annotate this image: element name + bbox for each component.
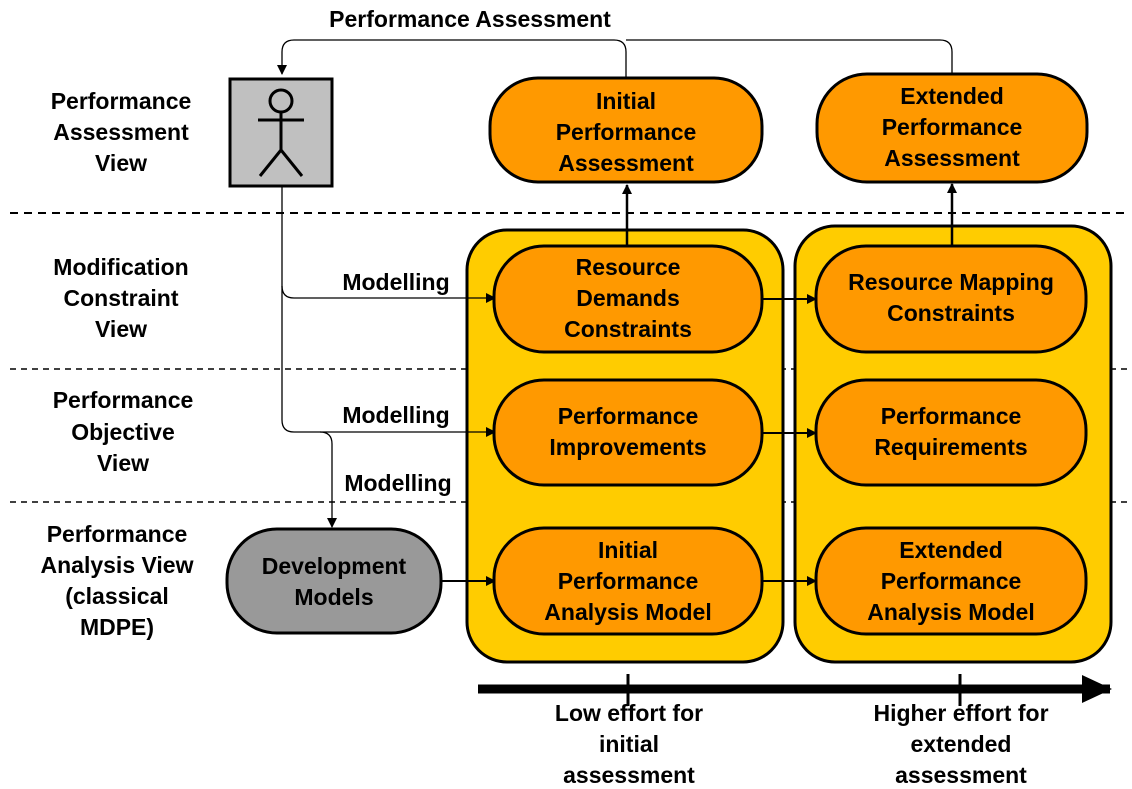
node-line: Assessment <box>558 150 694 176</box>
feedback-line-extended <box>626 39 953 74</box>
node-initial-performance-assessment: Initial Performance Assessment <box>488 76 764 184</box>
actor-to-improvements-arrow <box>281 286 496 437</box>
view-label-performance-analysis: Performance Analysis View (classical MDP… <box>41 521 194 640</box>
axis-line: assessment <box>895 762 1027 788</box>
node-performance-improvements: Performance Improvements <box>492 378 764 487</box>
node-line: Performance <box>881 403 1022 429</box>
node-line: Performance <box>881 568 1022 594</box>
modelling-label-3: Modelling <box>344 470 451 496</box>
view-line: Performance <box>47 521 188 547</box>
node-line: Analysis Model <box>867 599 1034 625</box>
axis-line: Low effort for <box>555 700 703 726</box>
node-line: Extended <box>899 537 1003 563</box>
diagram-title: Performance Assessment <box>329 6 611 32</box>
node-line: Initial <box>596 88 656 114</box>
node-line: Assessment <box>884 145 1020 171</box>
view-label-modification-constraint: Modification Constraint View <box>53 254 188 342</box>
axis-line: assessment <box>563 762 695 788</box>
view-line: Performance <box>53 387 194 413</box>
node-line: Analysis Model <box>544 599 711 625</box>
modelling-label-1: Modelling <box>342 269 449 295</box>
node-line: Performance <box>558 403 699 429</box>
node-extended-performance-assessment: Extended Performance Assessment <box>815 72 1089 184</box>
node-line: Extended <box>900 83 1004 109</box>
view-line: View <box>95 150 147 176</box>
node-resource-mapping-constraints: Resource Mapping Constraints <box>814 244 1088 354</box>
actor-to-development-models-arrow <box>319 431 337 528</box>
view-label-performance-assessment: Performance Assessment View <box>51 88 192 176</box>
node-line: Development <box>262 553 407 579</box>
view-line: Objective <box>71 419 175 445</box>
axis-line: Higher effort for <box>873 700 1048 726</box>
node-extended-performance-analysis-model: Extended Performance Analysis Model <box>814 526 1088 636</box>
node-line: Improvements <box>549 434 706 460</box>
view-line: Analysis View <box>41 552 194 578</box>
node-line: Performance <box>556 119 697 145</box>
view-line: View <box>97 450 149 476</box>
node-line: Resource <box>576 254 681 280</box>
axis-line: extended <box>911 731 1012 757</box>
modelling-label-2: Modelling <box>342 402 449 428</box>
view-line: Performance <box>51 88 192 114</box>
view-label-performance-objective: Performance Objective View <box>53 387 194 476</box>
node-line: Initial <box>598 537 658 563</box>
view-line: Modification <box>53 254 188 280</box>
axis-line: initial <box>599 731 659 757</box>
view-line: View <box>95 316 147 342</box>
node-initial-performance-analysis-model: Initial Performance Analysis Model <box>492 526 764 636</box>
node-line: Performance <box>558 568 699 594</box>
view-line: Assessment <box>53 119 189 145</box>
node-line: Constraints <box>564 316 692 342</box>
node-resource-demands-constraints: Resource Demands Constraints <box>492 244 764 354</box>
actor-icon <box>258 88 304 177</box>
view-line: (classical <box>65 583 169 609</box>
node-line: Requirements <box>874 434 1027 460</box>
axis-label-high-effort: Higher effort for extended assessment <box>873 700 1048 788</box>
view-line: MDPE) <box>80 614 154 640</box>
node-line: Models <box>294 584 373 610</box>
view-line: Constraint <box>64 285 179 311</box>
axis-label-low-effort: Low effort for initial assessment <box>555 700 703 788</box>
node-line: Demands <box>576 285 680 311</box>
node-development-models: Development Models <box>225 527 443 635</box>
node-line: Resource Mapping <box>848 269 1054 295</box>
node-line: Constraints <box>887 300 1015 326</box>
node-line: Performance <box>882 114 1023 140</box>
node-performance-requirements: Performance Requirements <box>814 378 1088 487</box>
feedback-arrow <box>277 39 627 78</box>
